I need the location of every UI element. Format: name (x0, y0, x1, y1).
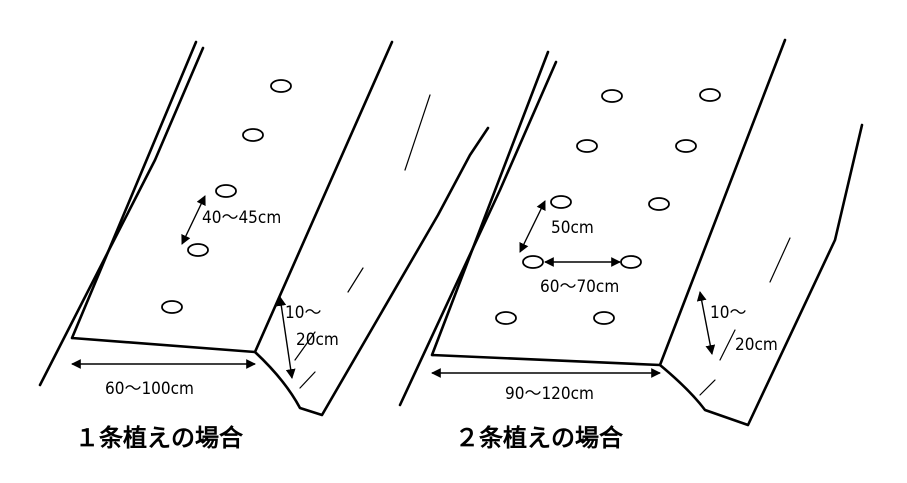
shoulder-height-label-bottom: 20cm (735, 335, 778, 355)
shoulder-height-arrow (276, 296, 296, 379)
planting-hole (675, 139, 697, 153)
planting-hole (576, 139, 598, 153)
planting-hole (699, 88, 721, 102)
planting-hole (187, 243, 209, 257)
double-bed-shoulder (658, 123, 864, 427)
planting-hole (522, 255, 544, 269)
planting-hole (161, 300, 183, 314)
plant-spacing-label: 40～45cm (202, 208, 281, 228)
single-row-bed: 40～45cm 10～ 20cm 60～100cm １条植えの場合 (38, 40, 490, 452)
shoulder-height-label-top: 10～ (285, 303, 321, 323)
single-bed-shoulder (253, 126, 490, 417)
planting-hole (270, 79, 292, 93)
bed-width-label: 90～120cm (505, 384, 594, 404)
planting-hole (242, 128, 264, 142)
planting-hole (495, 311, 517, 325)
bed-width-label: 60～100cm (105, 379, 194, 399)
single-bed-top-surface (70, 40, 394, 354)
double-row-caption: ２条植えの場合 (455, 424, 624, 452)
double-bed-left-edge (398, 60, 558, 407)
shoulder-height-arrow (696, 291, 716, 355)
planting-hole (601, 89, 623, 103)
single-row-caption: １条植えの場合 (75, 424, 244, 452)
double-row-bed: 50cm 60～70cm 10～ 20cm 90～120cm ２条植えの場合 (398, 38, 864, 452)
planting-hole (550, 195, 572, 209)
planting-hole (215, 184, 237, 198)
double-bed-slope-hatch (699, 237, 791, 396)
row-gap-label: 60～70cm (540, 277, 619, 297)
single-bed-left-edge (38, 46, 205, 387)
planting-hole (593, 311, 615, 325)
plant-spacing-arrow (519, 200, 546, 253)
planting-hole (648, 197, 670, 211)
plant-spacing-arrow (181, 195, 206, 245)
shoulder-height-label-top: 10～ (710, 303, 746, 323)
plant-spacing-label: 50cm (551, 218, 594, 238)
single-bed-slope-hatch (294, 94, 431, 389)
planting-hole (620, 255, 642, 269)
shoulder-height-label-bottom: 20cm (296, 330, 339, 350)
